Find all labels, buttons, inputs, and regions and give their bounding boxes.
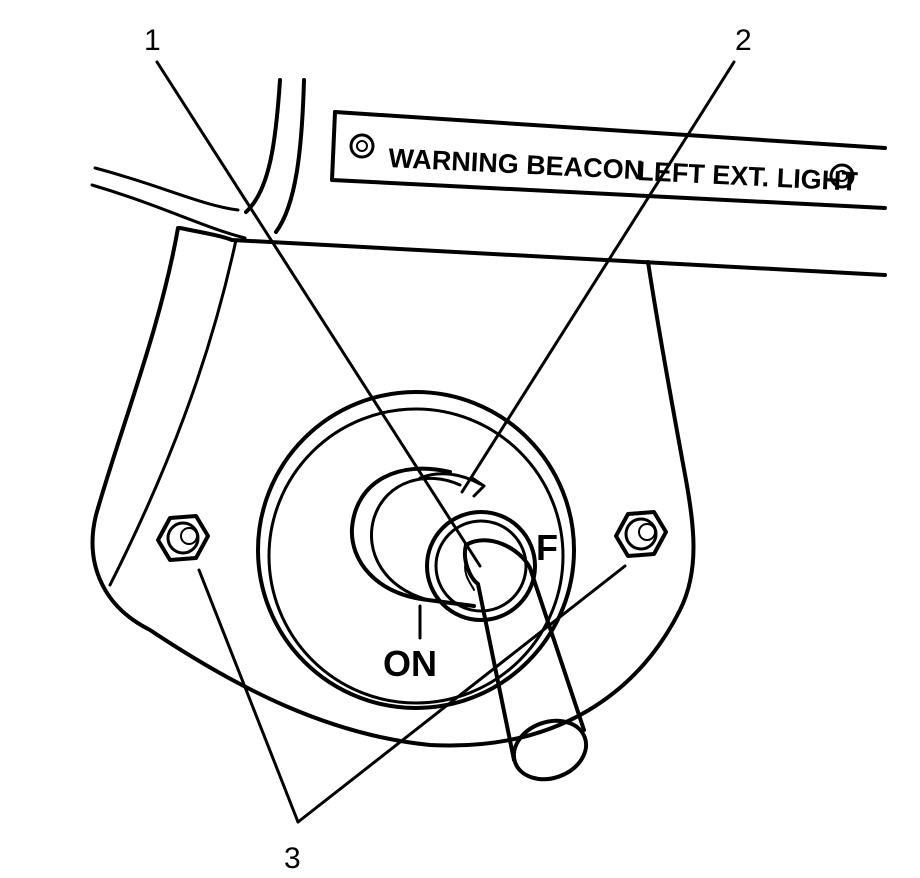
plate-screw-right — [829, 163, 855, 189]
leader-1 — [155, 60, 482, 568]
upper-housing — [90, 78, 887, 277]
on-position-label: ON — [383, 643, 437, 684]
switch-knob — [349, 466, 589, 782]
leader-3b — [296, 564, 627, 824]
callout-3: 3 — [284, 842, 301, 875]
switch-lever — [463, 538, 589, 782]
warning-beacon-label: WARNING BEACON — [388, 143, 644, 185]
callout-1: 1 — [144, 24, 161, 57]
mounting-nut-left — [156, 514, 210, 562]
label-plate: WARNING BEACON LEFT EXT. LIGHT — [330, 110, 887, 210]
leader-2 — [460, 60, 736, 494]
mounting-nut-right — [614, 510, 668, 558]
off-position-label: F — [536, 527, 558, 568]
mounting-bracket — [90, 226, 696, 748]
switch-faceplate: ON F — [256, 390, 576, 710]
callout-leaders — [155, 60, 736, 824]
leader-3a — [197, 568, 300, 824]
plate-screw-left — [349, 133, 375, 159]
callout-2: 2 — [735, 24, 752, 57]
